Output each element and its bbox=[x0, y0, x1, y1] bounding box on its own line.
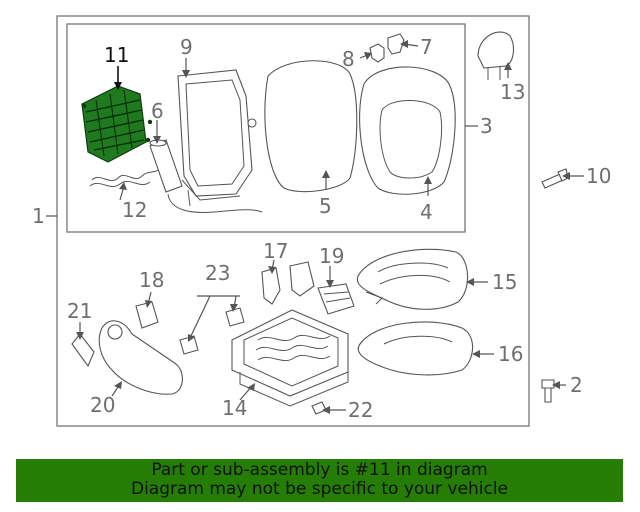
callout-10[interactable]: 10 bbox=[586, 164, 611, 188]
cover-part-21 bbox=[71, 333, 95, 368]
bolt-part-10 bbox=[541, 168, 569, 189]
seatback-cover-part-4 bbox=[359, 66, 456, 195]
wire-part-12-lower bbox=[89, 180, 151, 188]
clip-part-22 bbox=[311, 401, 327, 415]
notice-banner: Part or sub-assembly is #11 in diagram D… bbox=[16, 459, 623, 502]
callout-20[interactable]: 20 bbox=[90, 393, 115, 417]
callout-13[interactable]: 13 bbox=[500, 80, 525, 104]
callout-8[interactable]: 8 bbox=[342, 47, 355, 71]
clip-part-8 bbox=[369, 43, 385, 63]
bracket-part-17 bbox=[261, 267, 281, 305]
cushion-cover-part-15 bbox=[356, 248, 469, 310]
bracket-part-19 bbox=[317, 283, 355, 315]
bolt-part-2 bbox=[541, 379, 555, 403]
callout-7[interactable]: 7 bbox=[420, 35, 433, 59]
callout-16[interactable]: 16 bbox=[498, 342, 523, 366]
callout-18[interactable]: 18 bbox=[139, 268, 164, 292]
callout-11[interactable]: 11 bbox=[104, 43, 129, 67]
cushion-frame-part-14 bbox=[231, 309, 349, 407]
seatback-frame-part-9 bbox=[177, 69, 257, 207]
lumbar-support-part-11[interactable] bbox=[81, 85, 153, 163]
bracket-part-17b bbox=[289, 261, 315, 297]
callout-labels: 11 1 2 3 4 5 6 7 8 9 10 12 13 14 15 16 1… bbox=[32, 35, 611, 422]
callout-3[interactable]: 3 bbox=[480, 114, 493, 138]
side-shield-part-20 bbox=[98, 320, 183, 395]
seatback-pad-part-5 bbox=[264, 60, 358, 193]
callout-21[interactable]: 21 bbox=[67, 299, 92, 323]
arrowheads bbox=[76, 40, 570, 414]
callout-17[interactable]: 17 bbox=[263, 239, 288, 263]
callout-22[interactable]: 22 bbox=[348, 398, 373, 422]
callout-23[interactable]: 23 bbox=[205, 261, 230, 285]
wire-part-12 bbox=[91, 167, 161, 182]
callout-4[interactable]: 4 bbox=[420, 200, 433, 224]
callout-5[interactable]: 5 bbox=[319, 194, 332, 218]
callout-6[interactable]: 6 bbox=[151, 99, 164, 123]
seat-parts-diagram: 11 1 2 3 4 5 6 7 8 9 10 12 13 14 15 16 1… bbox=[32, 15, 611, 427]
arrowhead-11 bbox=[114, 82, 122, 90]
cushion-pad-part-16 bbox=[357, 321, 474, 376]
notice-line-1: Part or sub-assembly is #11 in diagram bbox=[151, 460, 488, 480]
assembly-frame-outer bbox=[56, 15, 530, 427]
callout-12[interactable]: 12 bbox=[122, 198, 147, 222]
clip-part-23-right bbox=[225, 307, 245, 327]
callout-2[interactable]: 2 bbox=[570, 373, 583, 397]
callout-19[interactable]: 19 bbox=[319, 244, 344, 268]
clip-part-7 bbox=[387, 33, 405, 55]
cable bbox=[167, 193, 263, 213]
callout-15[interactable]: 15 bbox=[492, 270, 517, 294]
callout-1[interactable]: 1 bbox=[32, 204, 45, 228]
callout-14[interactable]: 14 bbox=[222, 396, 247, 420]
assembly-frame-seatback bbox=[66, 23, 466, 233]
callout-9[interactable]: 9 bbox=[180, 35, 193, 59]
notice-line-2: Diagram may not be specific to your vehi… bbox=[130, 479, 508, 499]
cylinder-part-6 bbox=[149, 139, 183, 193]
